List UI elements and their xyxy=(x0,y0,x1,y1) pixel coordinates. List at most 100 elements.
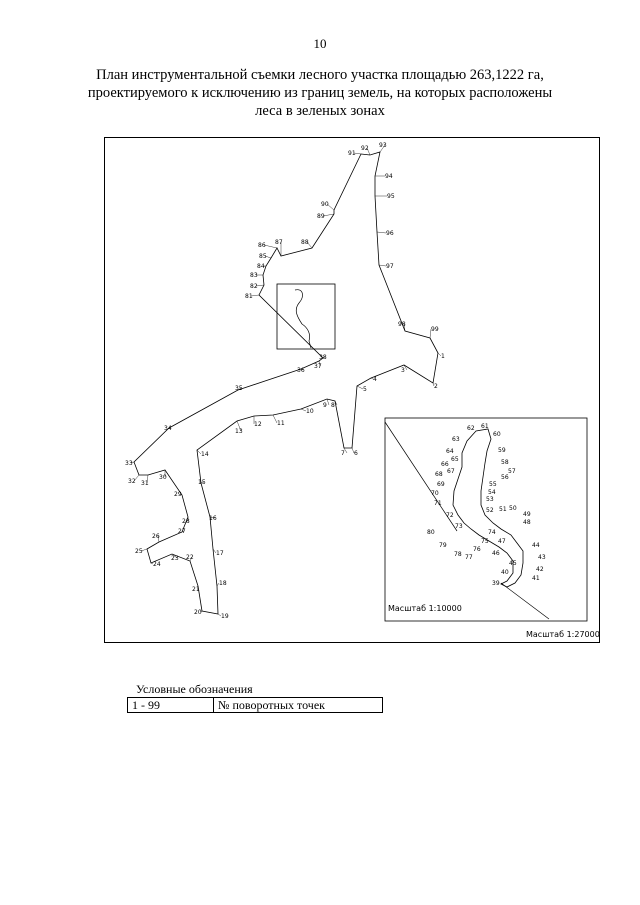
point-label-26: 26 xyxy=(152,533,160,540)
point-label-9: 9 xyxy=(323,402,327,409)
point-leader-81 xyxy=(250,294,260,297)
point-leader-3 xyxy=(403,364,408,371)
point-label-88: 88 xyxy=(301,239,309,246)
inset-scale-label: Масштаб 1:10000 xyxy=(388,604,462,613)
point-label-1: 1 xyxy=(441,353,445,360)
point-label-81: 81 xyxy=(245,293,253,300)
point-label-87: 87 xyxy=(275,239,283,246)
point-leader-18 xyxy=(216,582,220,587)
inset-point-label-46: 46 xyxy=(492,550,500,557)
point-label-7: 7 xyxy=(341,450,345,457)
inset-point-label-41: 41 xyxy=(532,575,540,582)
detail-box xyxy=(276,283,336,350)
point-label-37: 37 xyxy=(314,363,322,370)
point-label-20: 20 xyxy=(194,609,202,616)
point-leader-15 xyxy=(200,481,205,484)
point-label-12: 12 xyxy=(254,421,262,428)
point-label-15: 15 xyxy=(198,479,206,486)
inset-point-label-76: 76 xyxy=(473,546,481,553)
point-leader-8 xyxy=(334,400,338,406)
main-boundary xyxy=(133,151,439,615)
page-number: 10 xyxy=(313,36,327,51)
inset-frame xyxy=(384,417,588,622)
point-leader-91 xyxy=(353,152,362,155)
inset-point-label-57: 57 xyxy=(508,468,516,475)
legend-range: 1 - 99 xyxy=(127,697,214,713)
point-label-84: 84 xyxy=(257,263,265,270)
point-label-33: 33 xyxy=(125,460,133,467)
point-label-6: 6 xyxy=(354,450,358,457)
inset-point-label-63: 63 xyxy=(452,436,460,443)
point-label-97: 97 xyxy=(386,263,394,270)
point-leader-37 xyxy=(318,360,321,367)
point-label-98: 98 xyxy=(398,321,406,328)
inset-point-label-79: 79 xyxy=(439,542,447,549)
inset-point-label-77: 77 xyxy=(465,554,473,561)
point-label-23: 23 xyxy=(171,555,179,562)
point-label-35: 35 xyxy=(235,385,243,392)
point-leader-2 xyxy=(432,382,435,387)
inset-point-label-62: 62 xyxy=(467,425,475,432)
point-leader-85 xyxy=(264,255,272,259)
inset-point-label-52: 52 xyxy=(486,507,494,514)
point-label-13: 13 xyxy=(235,428,243,435)
point-leader-23 xyxy=(171,553,178,559)
point-label-25: 25 xyxy=(135,548,143,555)
point-label-11: 11 xyxy=(277,420,285,427)
point-leader-11 xyxy=(272,414,278,424)
inset-boundary-right xyxy=(500,582,550,620)
point-label-28: 28 xyxy=(182,518,190,525)
title-line-1: План инструментальной съемки лесного уча… xyxy=(96,67,544,83)
point-label-38: 38 xyxy=(319,354,327,361)
point-label-17: 17 xyxy=(216,550,224,557)
main-scale-label: Масштаб 1:27000 xyxy=(526,630,599,639)
inset-point-label-68: 68 xyxy=(435,471,443,478)
inset-point-label-44: 44 xyxy=(532,542,540,549)
point-label-89: 89 xyxy=(317,213,325,220)
point-label-2: 2 xyxy=(434,383,438,390)
point-label-30: 30 xyxy=(159,474,167,481)
inset-point-label-43: 43 xyxy=(538,554,546,561)
inset-map: 3940414243444546474849505152535455565758… xyxy=(384,417,588,622)
point-leader-25 xyxy=(140,548,148,552)
legend-description: № поворотных точек xyxy=(213,697,383,713)
point-leader-4 xyxy=(370,377,374,380)
point-label-91: 91 xyxy=(348,150,356,157)
inset-point-label-60: 60 xyxy=(493,431,501,438)
legend-table: 1 - 99 № поворотных точек xyxy=(127,697,383,713)
point-label-36: 36 xyxy=(297,367,305,374)
point-label-27: 27 xyxy=(178,528,186,535)
inset-point-label-45: 45 xyxy=(509,560,517,567)
point-label-3: 3 xyxy=(401,367,405,374)
point-leader-88 xyxy=(306,241,313,249)
point-leader-9 xyxy=(326,398,330,406)
inset-boundary-curve xyxy=(452,428,524,588)
point-label-16: 16 xyxy=(209,515,217,522)
inset-point-label-56: 56 xyxy=(501,474,509,481)
legend-title: Условные обозначения xyxy=(136,682,253,696)
point-label-99: 99 xyxy=(431,326,439,333)
point-leader-82 xyxy=(255,284,265,287)
point-label-90: 90 xyxy=(321,201,329,208)
point-label-34: 34 xyxy=(164,425,172,432)
point-label-22: 22 xyxy=(186,554,194,561)
point-leader-99 xyxy=(429,328,432,339)
inset-point-label-59: 59 xyxy=(498,447,506,454)
inset-point-label-80: 80 xyxy=(427,529,435,536)
point-leader-97 xyxy=(378,264,387,267)
inset-point-label-55: 55 xyxy=(489,481,497,488)
point-leader-38 xyxy=(322,356,326,359)
inset-point-label-53: 53 xyxy=(486,496,494,503)
inset-point-label-39: 39 xyxy=(492,580,500,587)
inset-point-label-69: 69 xyxy=(437,481,445,488)
legend-row: 1 - 99 № поворотных точек xyxy=(127,697,383,713)
inset-plot-layer: 3940414243444546474849505152535455565758… xyxy=(384,421,550,620)
point-leader-32 xyxy=(133,474,140,482)
inset-point-label-70: 70 xyxy=(431,490,439,497)
point-leader-17 xyxy=(212,548,217,554)
point-label-95: 95 xyxy=(387,193,395,200)
inset-point-label-48: 48 xyxy=(523,519,531,526)
point-label-10: 10 xyxy=(306,408,314,415)
point-label-83: 83 xyxy=(250,272,258,279)
